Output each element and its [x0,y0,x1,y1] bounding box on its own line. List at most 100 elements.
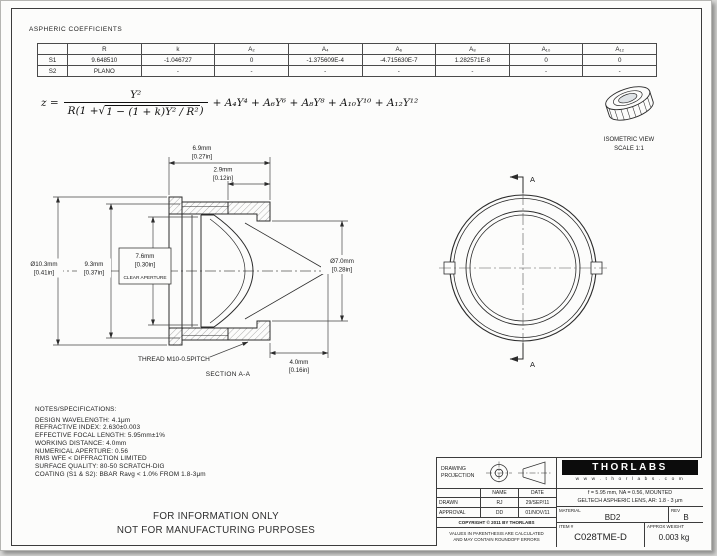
dim-exit-aperture-in: [0.28in] [332,267,353,274]
disclaimer-line-2: NOT FOR MANUFACTURING PURPOSES [116,524,316,536]
thorlabs-logo: THORLABS [562,460,698,475]
coeff-cell: - [287,65,363,77]
coeff-cell: S2 [37,65,68,77]
approval-date-cell: 01/NOV/11 [519,508,557,518]
dim-length-mm: 6.9mm [193,145,212,152]
isometric-scale-label: SCALE 1:1 [614,146,644,152]
asphere-sag-equation: z = Y² R(1 + √ 1 − (1 + k)Y² / R² ) + A₄… [41,89,418,118]
knurl-texture [608,97,651,120]
notes-specifications: NOTES/SPECIFICATIONS: DESIGN WAVELENGTH:… [35,406,206,478]
approx-weight-cell: APPROX WEIGHT 0.003 kg [645,523,703,547]
dim-exit-aperture-mm: Ø7.0mm [330,258,354,265]
drawing-projection-label: DRAWING PROJECTION [441,466,474,479]
note-line: COATING (S1 & S2): BBAR Ravg < 1.0% FROM… [35,470,206,478]
title-block: DRAWING PROJECTION THORLABS w w w . t h … [436,457,703,547]
header-blank-cell [437,489,481,498]
thorlabs-url: w w w . t h o r l a b s . c o m [575,477,685,482]
note-line: SURFACE QUALITY: 80-50 SCRATCH-DIG [35,462,165,470]
information-only-disclaimer: FOR INFORMATION ONLY NOT FOR MANUFACTURI… [51,510,381,537]
front-view [439,174,607,362]
approx-weight-value: 0.003 kg [658,533,690,542]
item-number-cell: ITEM # C028TME-D [557,523,645,547]
note-line: REFRACTIVE INDEX: 2.630±0.003 [35,424,141,432]
dim-body-diameter-in: [0.37in] [84,270,105,277]
name-header-cell: NAME [481,489,519,498]
part-description-cell: f = 5.95 mm, NA = 0.56, MOUNTED GELTECH … [557,489,703,507]
equation-fraction: Y² R(1 + √ 1 − (1 + k)Y² / R² ) [63,89,208,118]
note-line: DESIGN WAVELENGTH: 4.1μm [35,416,131,424]
dim-clear-aperture-mm: 7.6mm [136,253,155,260]
section-label-a-top: A [530,175,535,184]
rev-value: B [683,513,689,522]
equation-polynomial-terms: + A₄Y⁴ + A₆Y⁶ + A₈Y⁸ + A₁₀Y¹⁰ + A₁₂Y¹² [212,97,419,110]
material-label: MATERIAL [559,508,581,513]
dim-front-section-in: [0.12in] [213,175,234,182]
notes-title: NOTES/SPECIFICATIONS: [35,406,117,413]
coeff-row-s2: S2 PLANO - - - - - - - [37,65,657,77]
item-number-label: ITEM # [559,524,574,529]
values-note-line1: VALUES IN PARENTHESIS ARE CALCULATED [449,531,544,536]
values-note-cell: VALUES IN PARENTHESIS ARE CALCULATED AND… [437,528,557,547]
rev-cell: REV B [669,507,703,523]
projection-label-line1: DRAWING [441,466,466,472]
equation-numerator: Y² [130,89,142,101]
description-line2: GELTECH ASPHERIC LENS, AR: 1.8 - 3 μm [577,497,683,504]
denominator-prefix: R(1 + [67,104,99,117]
coeff-cell: - [214,65,289,77]
dim-body-diameter-mm: 9.3mm [85,261,104,268]
note-line: NUMERICAL APERTURE: 0.56 [35,447,129,455]
thread-callout: THREAD M10-0.5PITCH [138,356,210,363]
coeff-cell: - [435,65,510,77]
drawn-date-cell: 29/SEP/11 [519,498,557,508]
date-header-cell: DATE [519,489,557,498]
dim-clear-aperture-in: [0.30in] [135,262,156,269]
approx-weight-label: APPROX WEIGHT [647,524,685,529]
third-angle-projection-symbol [486,461,551,485]
disclaimer-line-1: FOR INFORMATION ONLY [153,511,279,522]
equation-denominator: R(1 + √ 1 − (1 + k)Y² / R² ) [63,102,208,118]
isometric-view: ISOMETRIC VIEW SCALE 1:1 [604,86,655,152]
note-line: EFFECTIVE FOCAL LENGTH: 5.95mm±1% [35,432,166,440]
cross-section-view [53,196,349,346]
dim-outer-diameter-in: [0.41in] [34,270,55,277]
coeff-cell: - [361,65,437,77]
isometric-view-label: ISOMETRIC VIEW [604,137,655,143]
projection-label-line2: PROJECTION [441,472,475,479]
clear-aperture-label: CLEAR APERTURE [123,275,166,281]
approval-label-cell: APPROVAL [437,508,481,518]
section-arrow-bottom [509,343,524,362]
drawn-label-cell: DRAWN [437,498,481,508]
section-label-a-bottom: A [530,360,535,369]
dim-working-distance-mm: 4.0mm [290,359,309,366]
dimension-labels: Ø10.3mm [0.41in] 9.3mm [0.37in] 7.6mm [0… [25,142,363,378]
section-arrow-top [509,174,524,193]
coeff-header-row: R k A₂ A₄ A₆ A₈ A₁₀ A₁₂ [37,43,657,55]
dimension-lines [53,157,348,358]
note-line: RMS WFE < DIFFRACTION LIMITED [35,455,147,463]
dim-outer-diameter-mm: Ø10.3mm [30,261,57,268]
drawing-projection-cell: DRAWING PROJECTION [437,458,557,489]
section-view-label: SECTION A-A [206,371,251,378]
aspheric-coefficients-table: R k A₂ A₄ A₆ A₈ A₁₀ A₁₂ S1 9.648510 -1.0… [37,43,657,77]
aspheric-coefficients-title: ASPHERIC COEFFICIENTS [29,26,123,33]
copyright-cell: COPYRIGHT © 2011 BY THORLABS [437,518,557,528]
radicand: 1 − (1 + k)Y² / R² [105,104,200,118]
values-note-line2: AND MAY CONTAIN ROUNDOFF ERRORS [453,536,540,542]
note-line: WORKING DISTANCE: 4.0mm [35,439,127,447]
denominator-suffix: ) [199,104,204,117]
coeff-cell: - [582,65,657,77]
item-number-value: C028TME-D [574,532,627,543]
dim-working-distance-in: [0.16in] [289,367,310,374]
section-arrow-labels: A A [530,175,535,369]
description-line1: f = 5.95 mm, NA = 0.56, MOUNTED [587,490,673,496]
material-cell: MATERIAL BD2 [557,507,669,523]
drawn-name-cell: RJ [481,498,519,508]
material-value: BD2 [604,513,621,522]
dim-length-in: [0.27in] [192,154,213,161]
sheet-border-frame [11,8,702,546]
logo-cell: THORLABS w w w . t h o r l a b s . c o m [557,458,703,489]
rev-label: REV [671,508,681,513]
dim-front-section-mm: 2.9mm [214,167,233,174]
